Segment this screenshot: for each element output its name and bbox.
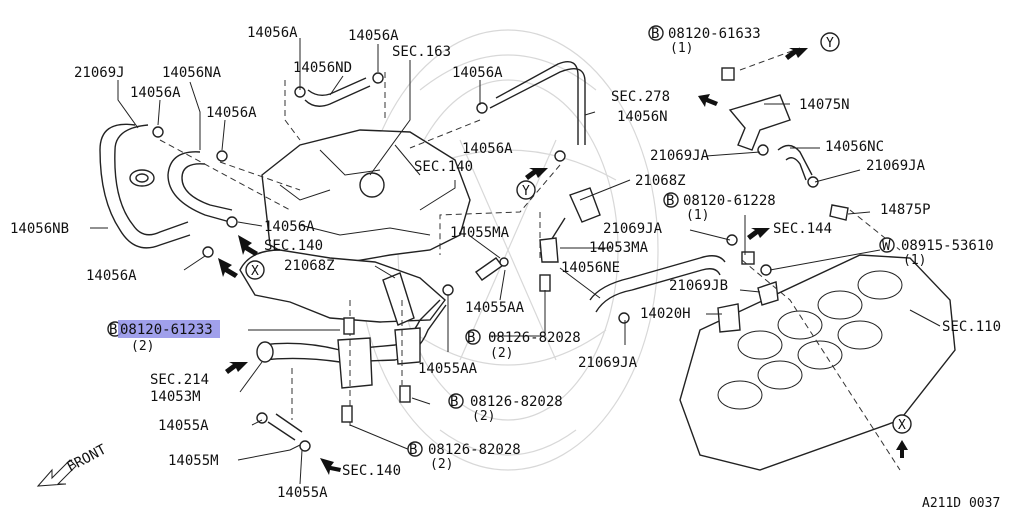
bolts-left [341,317,411,423]
fitting-14075N [728,94,791,151]
label-qty: (2) [131,339,154,354]
reference-markers [107,25,912,457]
label-14056A: 14056A [206,105,257,121]
label-qty: (1) [903,253,926,268]
label-21069JA: 21069JA [650,148,710,164]
label-14053MA: 14053MA [589,240,649,256]
bolt-badge: B [651,26,659,42]
label-14875P: 14875P [880,202,931,218]
ref-marker-y: Y [522,184,530,199]
water-pipe-14053M [256,272,447,430]
label-sec-278: SEC.278 [611,89,670,105]
connector-21068Z-right [539,187,601,292]
direction-arrows [218,48,908,475]
label-sec-140: SEC.140 [342,463,401,479]
label-21069JA: 21069JA [866,158,926,174]
bolt-badge: B [467,330,475,346]
label-14056A: 14056A [86,268,137,284]
hose-14056NE [589,255,726,313]
hose-14055MA [442,257,509,296]
label-front: FRONT [64,441,109,475]
label-bolt-08126-82028: 08126-82028 [470,394,563,410]
label-14055M: 14055M [168,453,219,469]
dashed-leaders-left [159,72,561,260]
label-qty: (2) [490,346,513,361]
parts-right-misc [618,67,849,333]
label-14055AA: 14055AA [465,300,525,316]
ref-marker-x: X [251,264,259,279]
label-21069JA: 21069JA [578,355,638,371]
label-21069J: 21069J [74,65,125,81]
label-14075N: 14075N [799,97,850,113]
label-washer-08915-53610: 08915-53610 [901,238,994,254]
bolt-badge: B [450,394,458,410]
cylinder-block [679,254,956,471]
label-14055MA: 14055MA [450,225,510,241]
label-14056NB: 14056NB [10,221,69,237]
label-21069JA: 21069JA [603,221,663,237]
label-bolt-08120-61228: 08120-61228 [683,193,776,209]
label-sec-110: SEC.110 [942,319,1001,335]
label-qty: (2) [472,409,495,424]
label-14055AA: 14055AA [418,361,478,377]
bolt-badge: B [409,442,417,458]
label-14056NE: 14056NE [561,260,620,276]
hose-14056NA [167,151,233,223]
hose-14056N [489,61,586,145]
label-bolt-08120-61233: 08120-61233 [120,322,213,338]
label-14056N: 14056N [617,109,668,125]
label-14056NA: 14056NA [162,65,222,81]
label-qty: (1) [670,41,693,56]
label-14056A: 14056A [130,85,181,101]
label-sec-163: SEC.163 [392,44,451,60]
label-sec-140: SEC.140 [414,159,473,175]
hose-14056NB [99,123,191,249]
label-14056ND: 14056ND [293,60,352,76]
hose-14056NC [777,144,813,181]
label-sec-144: SEC.144 [773,221,832,237]
label-14056A: 14056A [452,65,503,81]
bolt-badge: B [109,322,117,338]
label-bolt-08126-82028: 08126-82028 [488,330,581,346]
front-arrow [36,459,77,487]
label-21068Z: 21068Z [284,258,335,274]
label-14020H: 14020H [640,306,691,322]
label-bolt-08126-82028: 08126-82028 [428,442,521,458]
label-leaders [90,38,941,485]
washer-badge: W [882,238,891,254]
label-21068Z: 21068Z [635,173,686,189]
ref-marker-x: X [898,418,906,433]
label-14056A: 14056A [264,219,315,235]
label-14053M: 14053M [150,389,201,405]
label-21069JB: 21069JB [669,278,728,294]
label-14056A: 14056A [462,141,513,157]
bolt-badge: B [666,193,674,209]
label-14056A: 14056A [247,25,298,41]
diagram-code: A211D 0037 [922,496,1000,511]
selected-part-highlight [118,320,220,338]
label-sec-140: SEC.140 [264,238,323,254]
label-bolt-08120-61633: 08120-61633 [668,26,761,42]
label-sec-214: SEC.214 [150,372,209,388]
hose-14056ND [304,77,371,107]
label-qty: (1) [686,208,709,223]
label-14056NC: 14056NC [825,139,884,155]
ref-marker-y: Y [826,36,834,51]
label-14056A: 14056A [348,28,399,44]
label-qty: (2) [430,457,453,472]
label-14055A: 14055A [277,485,328,501]
clamp-21069J [129,169,155,187]
watermark-emblem [357,29,659,471]
label-14055A: 14055A [158,418,209,434]
hose-14055M [256,412,311,452]
